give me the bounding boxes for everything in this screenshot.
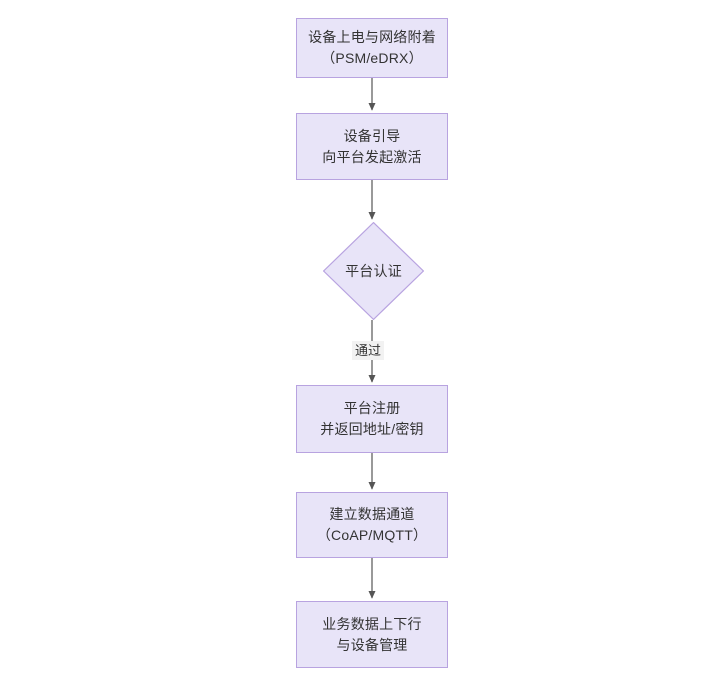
node-business-data-and-device-management[interactable]: 业务数据上下行 与设备管理 [296, 601, 448, 668]
node-label-line2: 并返回地址/密钥 [320, 421, 424, 437]
node-label-line1: 平台认证 [345, 262, 402, 279]
node-platform-authentication[interactable]: 平台认证 [323, 222, 424, 320]
node-label-line2: （PSM/eDRX） [321, 50, 423, 66]
node-establish-data-channel[interactable]: 建立数据通道 （CoAP/MQTT） [296, 492, 448, 558]
node-label-line1: 平台注册 [343, 400, 401, 416]
node-platform-registration-credentials[interactable]: 平台注册 并返回地址/密钥 [296, 385, 448, 453]
edge-label-text: 通过 [355, 343, 382, 358]
node-label-line1: 设备引导 [343, 127, 401, 144]
node-power-on-network-attach[interactable]: 设备上电与网络附着 （PSM/eDRX） [296, 18, 448, 78]
node-label-line1: 业务数据上下行 [322, 615, 422, 632]
node-label-line2: （CoAP/MQTT） [316, 527, 428, 543]
diamond-shape [323, 222, 424, 320]
node-label-line1: 设备上电与网络附着 [308, 29, 436, 45]
node-device-bootstrap-activation[interactable]: 设备引导 向平台发起激活 [296, 113, 448, 180]
node-label-line1: 建立数据通道 [329, 506, 415, 522]
node-label-line2: 与设备管理 [336, 636, 408, 653]
node-label-line2: 向平台发起激活 [322, 148, 422, 165]
edge-label-pass: 通过 [352, 341, 385, 360]
